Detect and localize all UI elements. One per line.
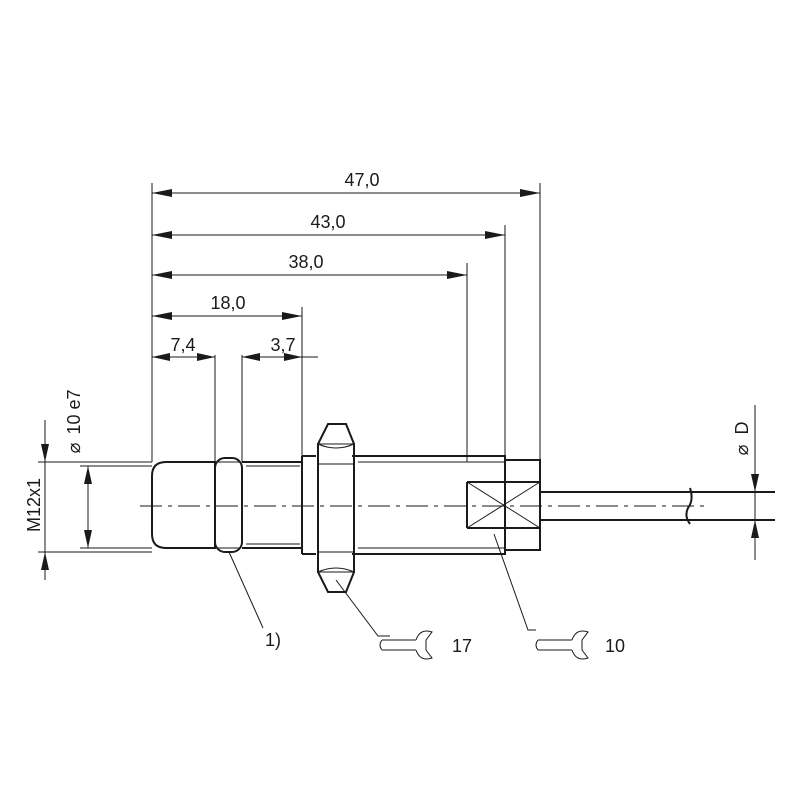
dimension-18-label: 18,0 xyxy=(210,293,245,313)
wrench-10-label: 10 xyxy=(605,636,625,656)
wrench-10-callout: 10 xyxy=(493,533,625,660)
cable-diameter-label: D xyxy=(732,422,752,435)
note-1-label: 1) xyxy=(265,630,281,650)
wrench-icon xyxy=(379,630,433,660)
thread-dimension: M12x1 xyxy=(24,420,152,580)
wrench-17-callout: 17 xyxy=(335,579,472,660)
dimension-18: 18,0 xyxy=(152,293,302,320)
dimension-3-7: 3,7 xyxy=(242,335,318,361)
note-1-callout: 1) xyxy=(228,551,281,650)
wrench-icon xyxy=(535,630,589,660)
dimension-3-7-label: 3,7 xyxy=(270,335,295,355)
dimension-7-4: 7,4 xyxy=(152,335,215,361)
dimension-47-label: 47,0 xyxy=(344,170,379,190)
cable-diameter-symbol: ⌀ xyxy=(732,444,752,455)
diameter-label: 10 e7 xyxy=(64,389,84,434)
dimension-43: 43,0 xyxy=(152,212,505,239)
dimension-38: 38,0 xyxy=(152,252,467,279)
dimension-7-4-label: 7,4 xyxy=(170,335,195,355)
hex-nut xyxy=(317,423,355,593)
sensor-body xyxy=(151,455,541,555)
dimension-38-label: 38,0 xyxy=(288,252,323,272)
diameter-dimension: ⌀ 10 e7 xyxy=(64,389,152,549)
cable-diameter-dimension: ⌀ D xyxy=(732,405,759,560)
extension-lines xyxy=(151,183,541,462)
diameter-symbol: ⌀ xyxy=(64,442,84,453)
dimension-47: 47,0 xyxy=(152,170,540,197)
cable xyxy=(540,487,775,525)
dimension-43-label: 43,0 xyxy=(310,212,345,232)
wrench-17-label: 17 xyxy=(452,636,472,656)
thread-label: M12x1 xyxy=(24,478,44,532)
